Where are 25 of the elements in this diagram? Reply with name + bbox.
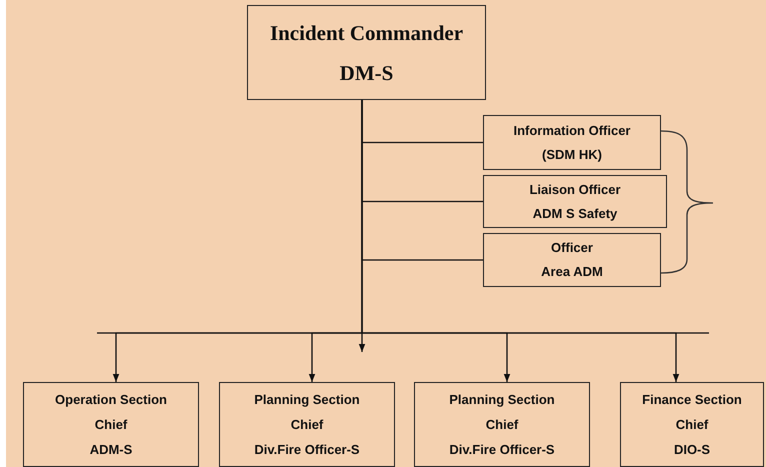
role-holder: ADM-S	[90, 441, 132, 459]
role-holder: (SDM HK)	[542, 146, 602, 164]
commander-box	[247, 5, 486, 100]
section-chief-box	[219, 382, 395, 467]
role-holder: DM-S	[340, 60, 394, 86]
role-title: Operation Section Chief	[54, 391, 168, 434]
role-title: Incident Commander	[270, 20, 464, 46]
role-title: Finance Section Chief	[641, 391, 743, 434]
role-holder: Div.Fire Officer-S	[449, 441, 555, 459]
officer-box	[483, 233, 661, 287]
role-title: Information Officer	[513, 122, 630, 140]
role-holder: Div.Fire Officer-S	[254, 441, 360, 459]
section-chief-box	[414, 382, 590, 467]
section-chief-box	[23, 382, 199, 467]
section-chief-box	[620, 382, 764, 467]
role-title: Planning Section Chief	[253, 391, 361, 434]
role-title: Planning Section Chief	[448, 391, 556, 434]
role-holder: DIO-S	[674, 441, 710, 459]
arrow	[361, 100, 680, 382]
role-title: Liaison Officer	[529, 180, 621, 198]
officer-box	[483, 175, 667, 228]
role-holder: Area ADM	[541, 263, 603, 281]
role-title: Officer	[551, 239, 593, 257]
officer-box	[483, 115, 661, 170]
role-holder: ADM S Safety	[532, 204, 618, 223]
